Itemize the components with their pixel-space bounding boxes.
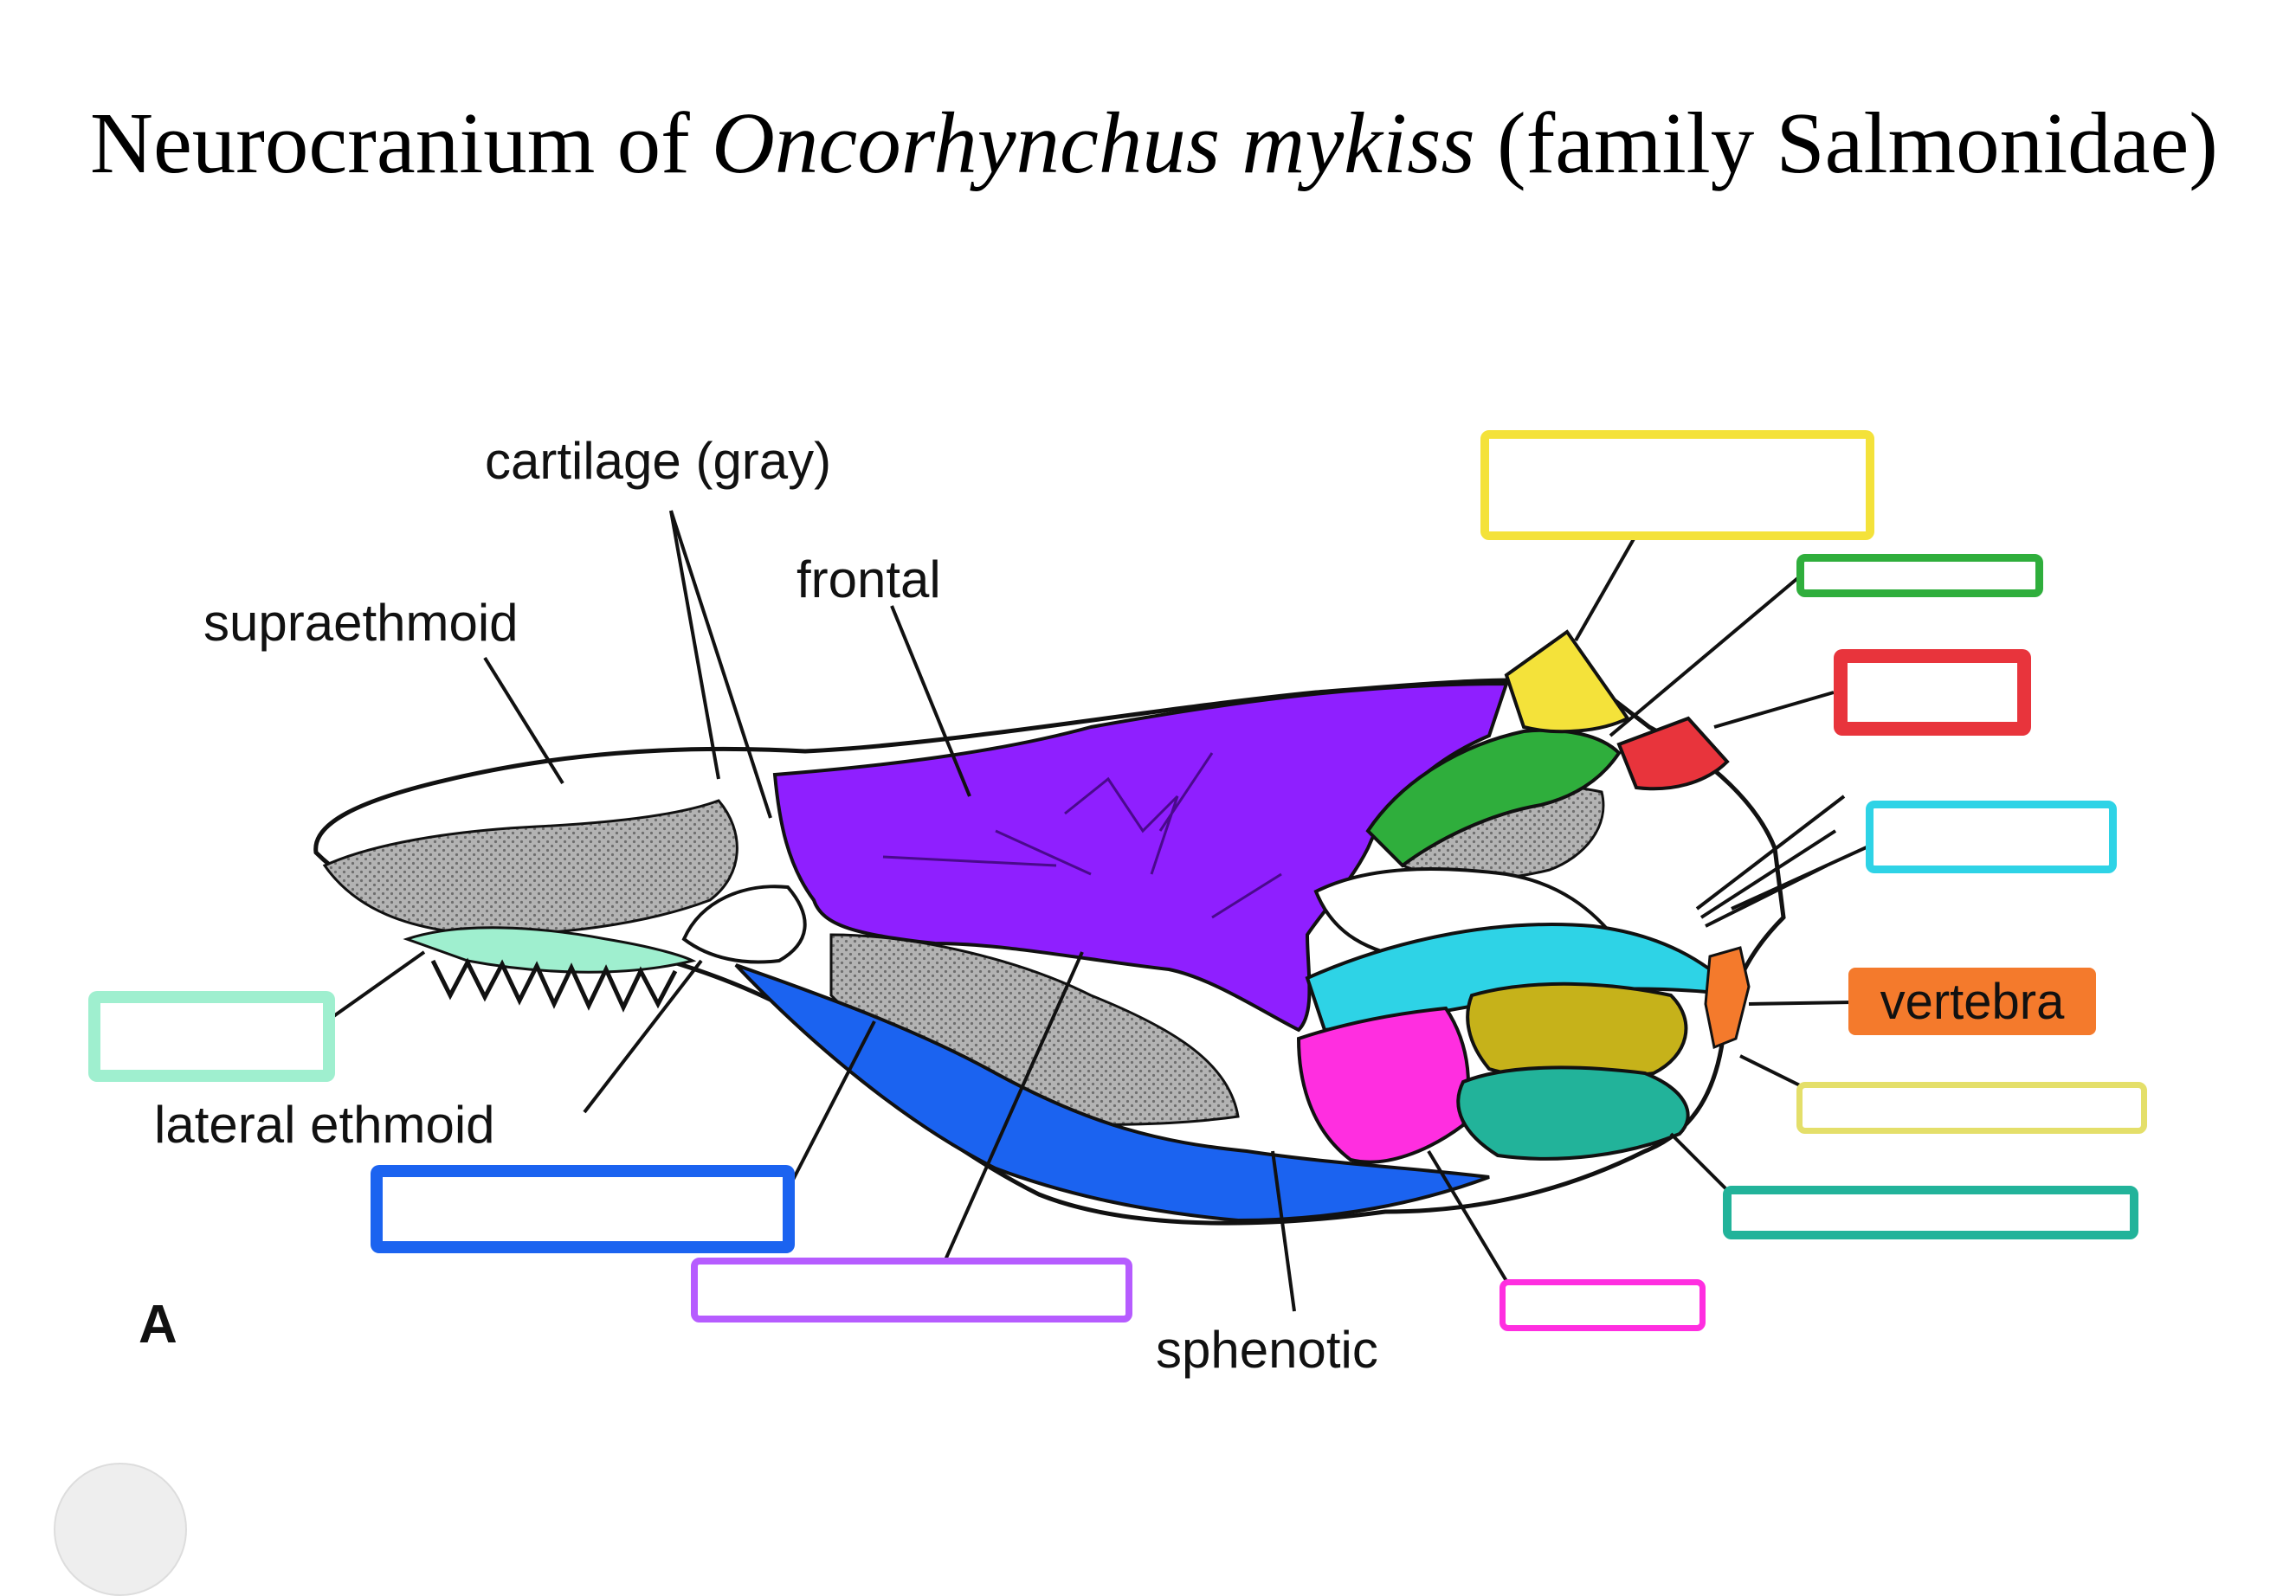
red-bone — [1616, 716, 1730, 791]
title-species: Oncorhynchus mykiss — [711, 94, 1475, 191]
blank-box-green[interactable] — [1796, 554, 2043, 597]
blank-box-cyan[interactable] — [1866, 801, 2117, 873]
vertebra-label-box: vertebra — [1848, 968, 2096, 1035]
frontal-sutures — [882, 752, 1282, 919]
olive-bone — [1466, 981, 1688, 1081]
diagram-stage: Neurocranium of Oncorhynchus mykiss (fam… — [54, 91, 2272, 1596]
blank-box-blue[interactable] — [371, 1165, 795, 1253]
label-supraethmoid: supraethmoid — [203, 594, 519, 652]
label-lateral-ethmoid: lateral ethmoid — [154, 1096, 495, 1154]
teal-bone — [1456, 1065, 1690, 1161]
title-suffix: (family Salmonidae) — [1474, 94, 2218, 191]
magenta-bone — [1296, 1006, 1470, 1164]
green-bone — [1365, 728, 1622, 868]
blank-box-teal[interactable] — [1723, 1186, 2138, 1239]
label-cartilage: cartilage (gray) — [485, 432, 832, 490]
page-title: Neurocranium of Oncorhynchus mykiss (fam… — [90, 91, 2272, 196]
vertebra-bone — [1704, 946, 1751, 1050]
blank-box-purple[interactable] — [691, 1258, 1132, 1322]
blank-box-mint[interactable] — [88, 991, 335, 1082]
label-frontal: frontal — [797, 550, 941, 608]
teeth — [430, 957, 678, 1013]
blank-box-olive[interactable] — [1796, 1082, 2147, 1134]
lateral-ethmoid-lobe — [681, 885, 807, 964]
neurocranium-illustration — [313, 510, 1888, 1312]
blank-box-yellow[interactable] — [1480, 430, 1874, 540]
leader-lines — [319, 510, 1888, 1312]
blank-box-red[interactable] — [1834, 649, 2031, 736]
blank-box-magenta[interactable] — [1499, 1279, 1706, 1331]
yellow-bone — [1504, 629, 1630, 734]
mint-bone — [403, 926, 697, 974]
label-sphenotic: sphenotic — [1156, 1321, 1378, 1379]
corner-control-button[interactable] — [54, 1463, 187, 1596]
label-vertebra: vertebra — [1880, 973, 2065, 1030]
parasphenoid-bone — [734, 963, 1490, 1223]
title-prefix: Neurocranium of — [90, 94, 712, 191]
panel-letter: A — [139, 1295, 177, 1355]
